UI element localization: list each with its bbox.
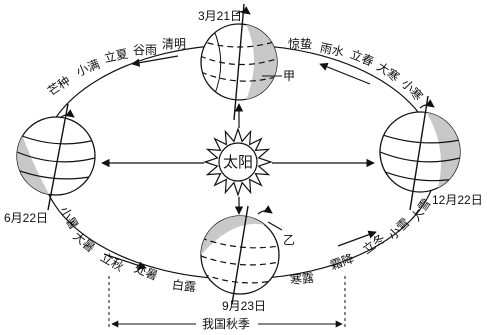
date-june-22: 6月22日: [4, 211, 49, 225]
orbit-arrow-bottom-left: [103, 253, 147, 270]
term-guyu: 谷雨: [133, 43, 158, 57]
sun-label: 太阳: [223, 153, 254, 171]
orbit-arrow-top-left: [131, 55, 179, 67]
orbit-arrow-bottom-right: [337, 230, 377, 247]
orbit-arrow-top-right: [319, 62, 371, 85]
globe-march-21: [200, 3, 278, 121]
date-march-21: 3月21日: [198, 9, 243, 23]
date-september-23: 9月23日: [222, 299, 267, 313]
term-hanlu: 寒露: [289, 270, 315, 288]
term-jingzhe: 惊蛰: [288, 37, 313, 51]
position-yi: 乙: [283, 233, 296, 247]
position-jia: 甲: [283, 69, 296, 83]
autumn-span-label: 我国秋季: [202, 317, 251, 331]
sun: [203, 127, 273, 197]
term-bailu: 白露: [171, 277, 197, 295]
globe-september-23: [200, 205, 283, 305]
globe-june-22: [16, 103, 96, 211]
term-qingming: 清明: [162, 37, 187, 51]
date-december-22: 12月22日: [432, 193, 483, 207]
